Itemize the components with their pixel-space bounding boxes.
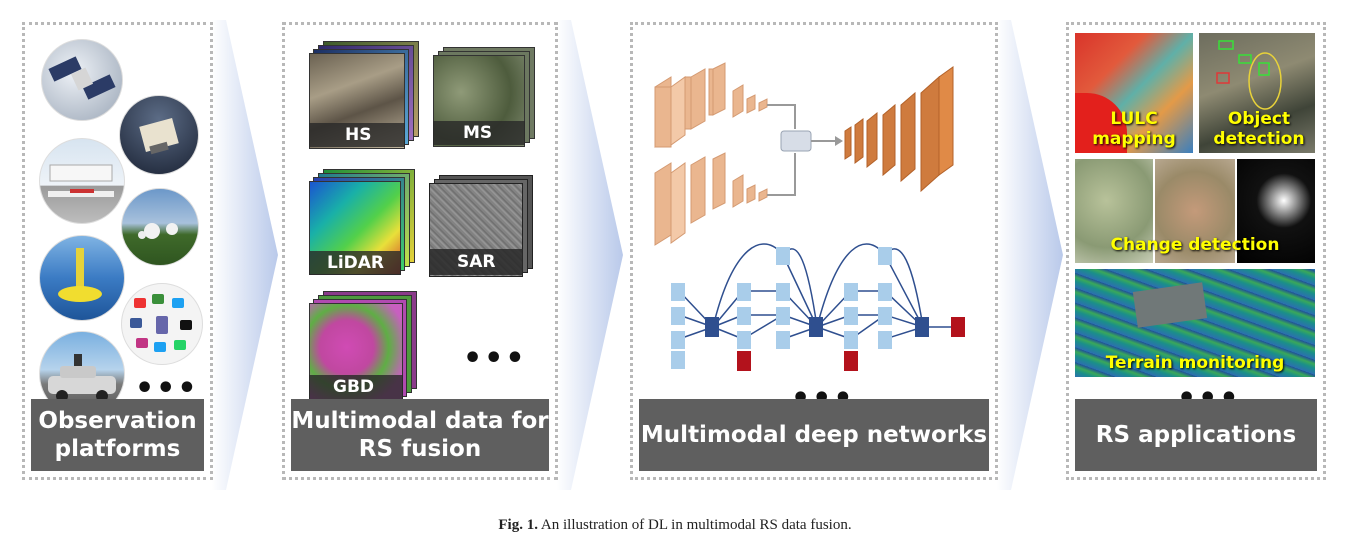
change-detection-images xyxy=(1075,159,1315,263)
graph-nodes-red xyxy=(737,317,965,371)
hs-label: HS xyxy=(345,125,372,145)
networks-label-text: Multimodal deep networks xyxy=(640,422,988,448)
lulc-mapping-label: LULC mapping xyxy=(1092,109,1176,149)
applications-label: RS applications xyxy=(1075,399,1317,471)
platforms-label: Observation platforms xyxy=(31,399,204,471)
flow-arrow-3 xyxy=(997,20,1063,490)
terrain-monitoring-label: Terrain monitoring xyxy=(1105,353,1285,373)
aircraft-image xyxy=(39,138,125,224)
gbd-stack: GBD xyxy=(309,291,419,407)
more-data-ellipsis: ••• xyxy=(463,341,527,376)
platforms-label-text: Observation platforms xyxy=(38,408,197,462)
graph-nodes-dark xyxy=(705,317,929,337)
flow-arrow-1 xyxy=(212,20,278,490)
graph-network xyxy=(678,243,957,340)
data-label-text: Multimodal data for RS fusion xyxy=(291,408,549,462)
social-media-image xyxy=(121,283,203,365)
gbd-label: GBD xyxy=(333,377,375,397)
sar-label: SAR xyxy=(457,252,496,272)
ms-stack: MS xyxy=(433,47,543,157)
caption-prefix: Fig. 1. xyxy=(498,517,538,533)
object-detection-image xyxy=(1199,33,1315,153)
ms-label: MS xyxy=(463,123,493,143)
panel-rs-applications: LULC mapping Object detection Change det… xyxy=(1066,22,1326,480)
panel-multimodal-data: HS MS LiDAR SAR GBD ••• Multimodal data … xyxy=(282,22,558,480)
lidar-label: LiDAR xyxy=(327,253,385,273)
buoy-image xyxy=(39,235,125,321)
lulc-mapping-image xyxy=(1075,33,1193,153)
hs-stack: HS xyxy=(309,41,419,151)
graph-nodes-light xyxy=(671,247,892,369)
object-detection-label: Object detection xyxy=(1213,109,1305,149)
figure-caption: Fig. 1. An illustration of DL in multimo… xyxy=(0,517,1350,534)
satellite-image xyxy=(41,39,123,121)
network-diagram xyxy=(654,62,965,371)
networks-label: Multimodal deep networks xyxy=(639,399,989,471)
change-detection-label: Change detection xyxy=(1110,235,1280,255)
applications-label-text: RS applications xyxy=(1095,422,1297,448)
caption-text: An illustration of DL in multimodal RS d… xyxy=(540,517,852,533)
encoder-bottom xyxy=(654,152,768,246)
lidar-stack: LiDAR xyxy=(309,169,419,279)
ground-station-image xyxy=(121,188,199,266)
satellite-2-image xyxy=(119,95,199,175)
terrain-monitoring-image xyxy=(1075,269,1315,377)
fusion-block xyxy=(780,130,812,152)
data-label: Multimodal data for RS fusion xyxy=(291,399,549,471)
sar-stack: SAR xyxy=(429,175,539,285)
panel-deep-networks: ••• Multimodal deep networks xyxy=(630,22,998,480)
flow-arrow-2 xyxy=(557,20,623,490)
decoder xyxy=(844,66,954,193)
encoder-top xyxy=(654,62,768,148)
panel-observation-platforms: ••• Observation platforms xyxy=(22,22,213,480)
